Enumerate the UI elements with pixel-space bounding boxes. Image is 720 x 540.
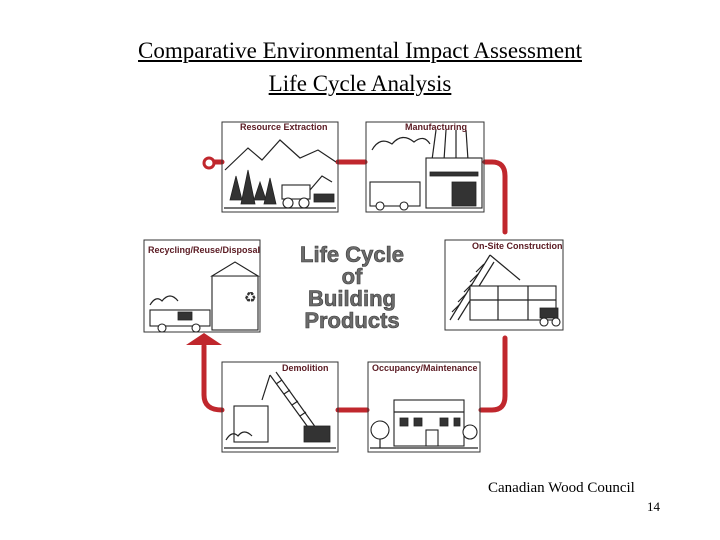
credit-text: Canadian Wood Council [488, 480, 635, 496]
panel-construction [444, 239, 564, 331]
recycle-icon: ♻ [244, 290, 257, 306]
stage-label-demolition: Demolition [282, 363, 329, 373]
stage-label-recycling: Recycling/Reuse/Disposal [148, 245, 260, 255]
stage-label-occupancy: Occupancy/Maintenance [372, 363, 478, 373]
center-title: Life Cycle of Building Products [300, 242, 405, 334]
stage-label-manufacturing: Manufacturing [405, 122, 467, 132]
panel-recycling: ♻ [143, 239, 261, 333]
stage-label-resource-extraction: Resource Extraction [240, 122, 328, 132]
center-title-line-3: Building [308, 286, 396, 311]
panel-manufacturing [365, 121, 485, 213]
cycle-start-dot [202, 156, 216, 170]
stage-label-construction: On-Site Construction [472, 241, 563, 251]
panel-demolition [221, 361, 339, 453]
page-number: 14 [647, 499, 660, 514]
panel-occupancy [367, 361, 481, 453]
center-title-line-1: Life Cycle [300, 242, 404, 267]
cycle-arrowhead [186, 333, 222, 345]
center-title-line-2: of [342, 264, 363, 289]
panel-resource-extraction [221, 121, 339, 213]
center-title-line-4: Products [304, 308, 399, 333]
slide-title-line-2: Life Cycle Analysis [268, 71, 452, 96]
slide-title-line-1: Comparative Environmental Impact Assessm… [138, 38, 582, 63]
